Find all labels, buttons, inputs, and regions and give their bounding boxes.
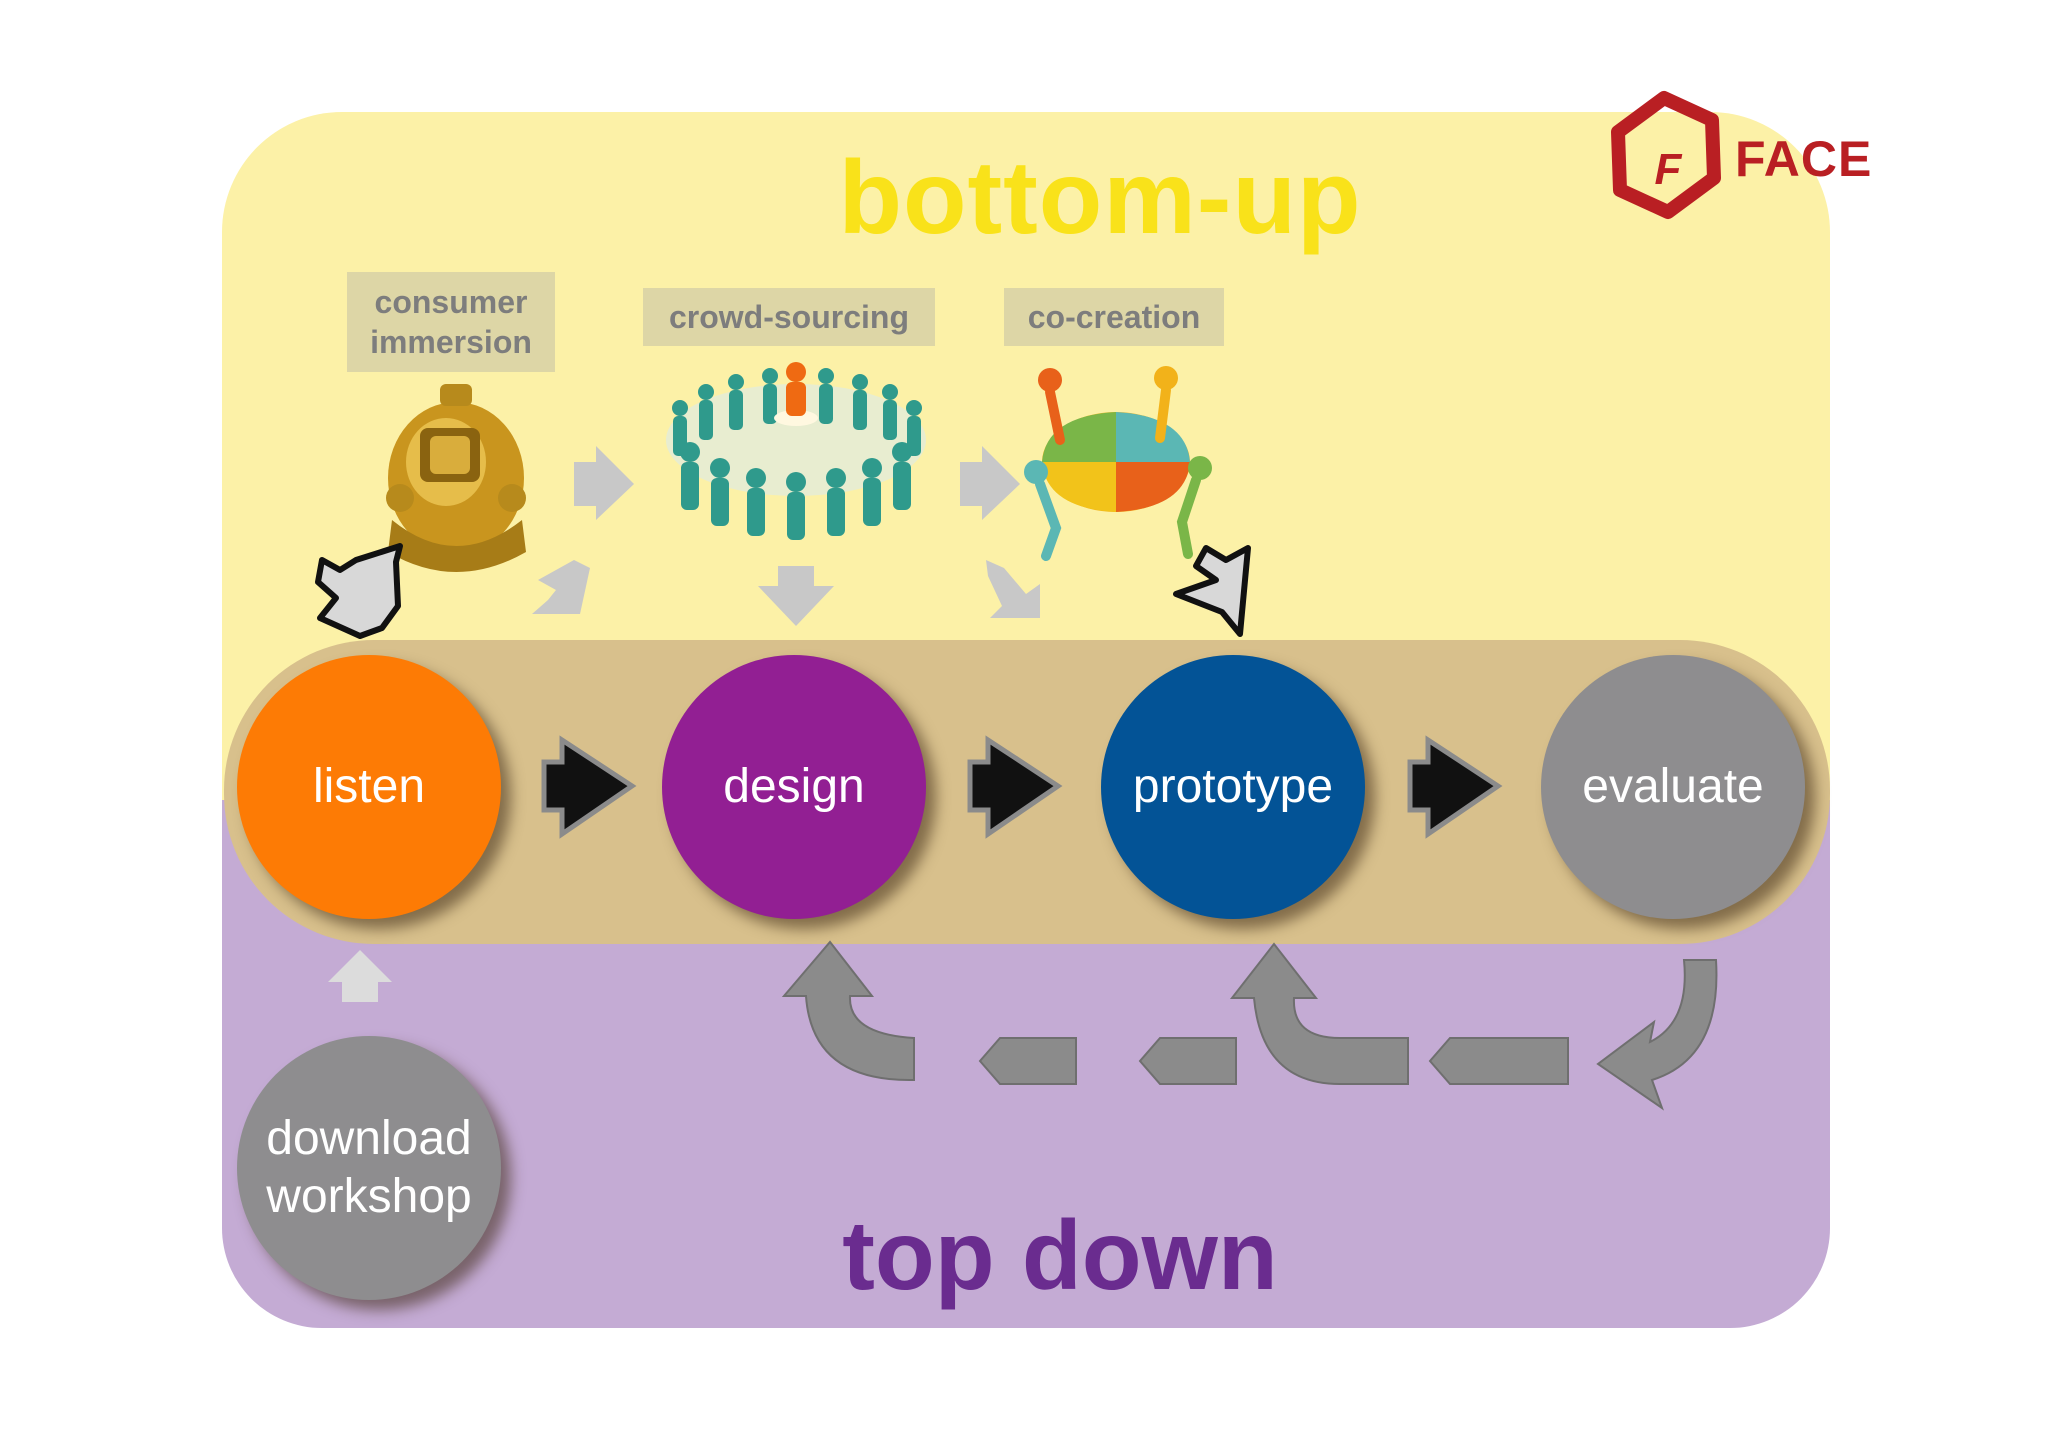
method-label-consumer-immersion: consumer immersion [347, 272, 555, 372]
stage-evaluate: evaluate [1541, 655, 1805, 919]
method-label-co-creation: co-creation [1004, 288, 1224, 346]
top-down-title: top down [842, 1200, 1278, 1310]
stage-listen: listen [237, 655, 501, 919]
download-workshop: download workshop [237, 1036, 501, 1300]
stage-prototype: prototype [1101, 655, 1365, 919]
method-label-crowd-sourcing: crowd-sourcing [643, 288, 935, 346]
bottom-up-title: bottom-up [838, 140, 1362, 256]
stage-design: design [662, 655, 926, 919]
logo-text: FACE [1735, 131, 1873, 187]
